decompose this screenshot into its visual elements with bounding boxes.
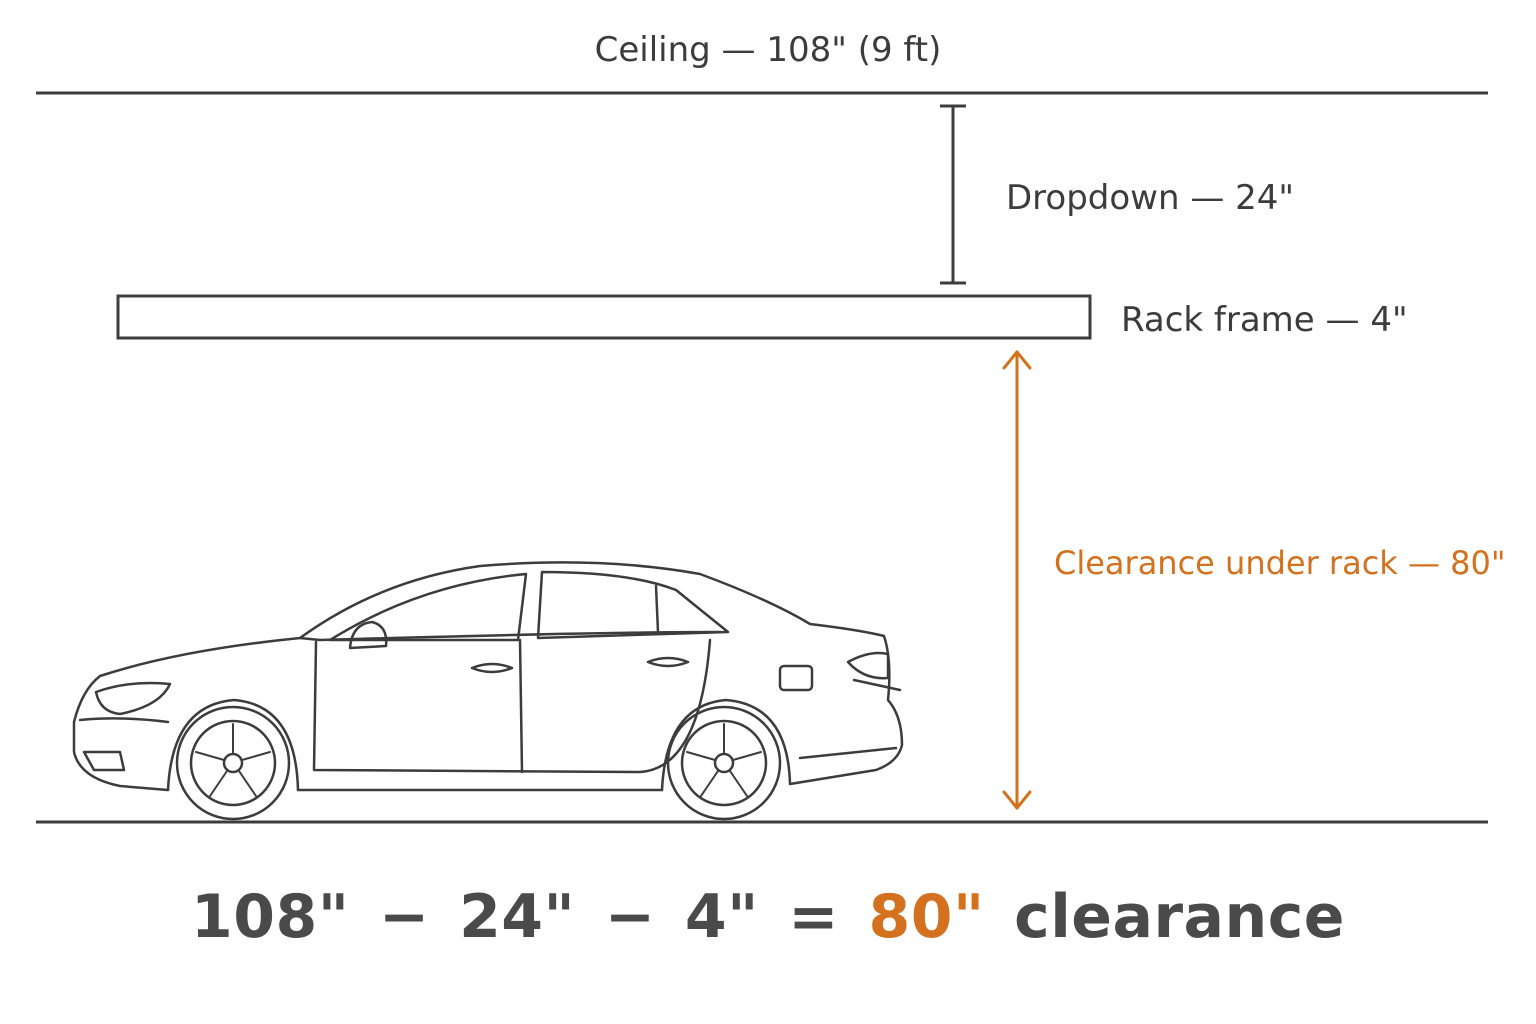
equation-ceiling-value: 108" — [190, 882, 350, 952]
rack-frame — [116, 294, 1092, 340]
rack-frame-label: Rack frame — 4" — [1121, 300, 1408, 340]
equation-equals-operator: = — [788, 882, 840, 952]
ceiling-label: Ceiling — 108" (9 ft) — [594, 30, 942, 70]
equation-rack-value: 4" — [684, 882, 759, 952]
dropdown-dimension-marker — [940, 104, 966, 285]
double-arrow-icon — [1002, 350, 1032, 810]
sedan-car-icon — [72, 561, 904, 821]
equation-dropdown-value: 24" — [459, 882, 576, 952]
clearance-label: Clearance under rack — 80" — [1054, 544, 1506, 582]
equation-minus-operator-2: − — [604, 882, 656, 952]
equation-result-value: 80" — [868, 882, 985, 952]
equation-minus-operator: − — [378, 882, 430, 952]
equation-result-word: clearance — [1014, 882, 1345, 952]
dropdown-label: Dropdown — 24" — [1006, 178, 1295, 218]
clearance-equation: 108" − 24" − 4" = 80" clearance — [0, 882, 1536, 952]
